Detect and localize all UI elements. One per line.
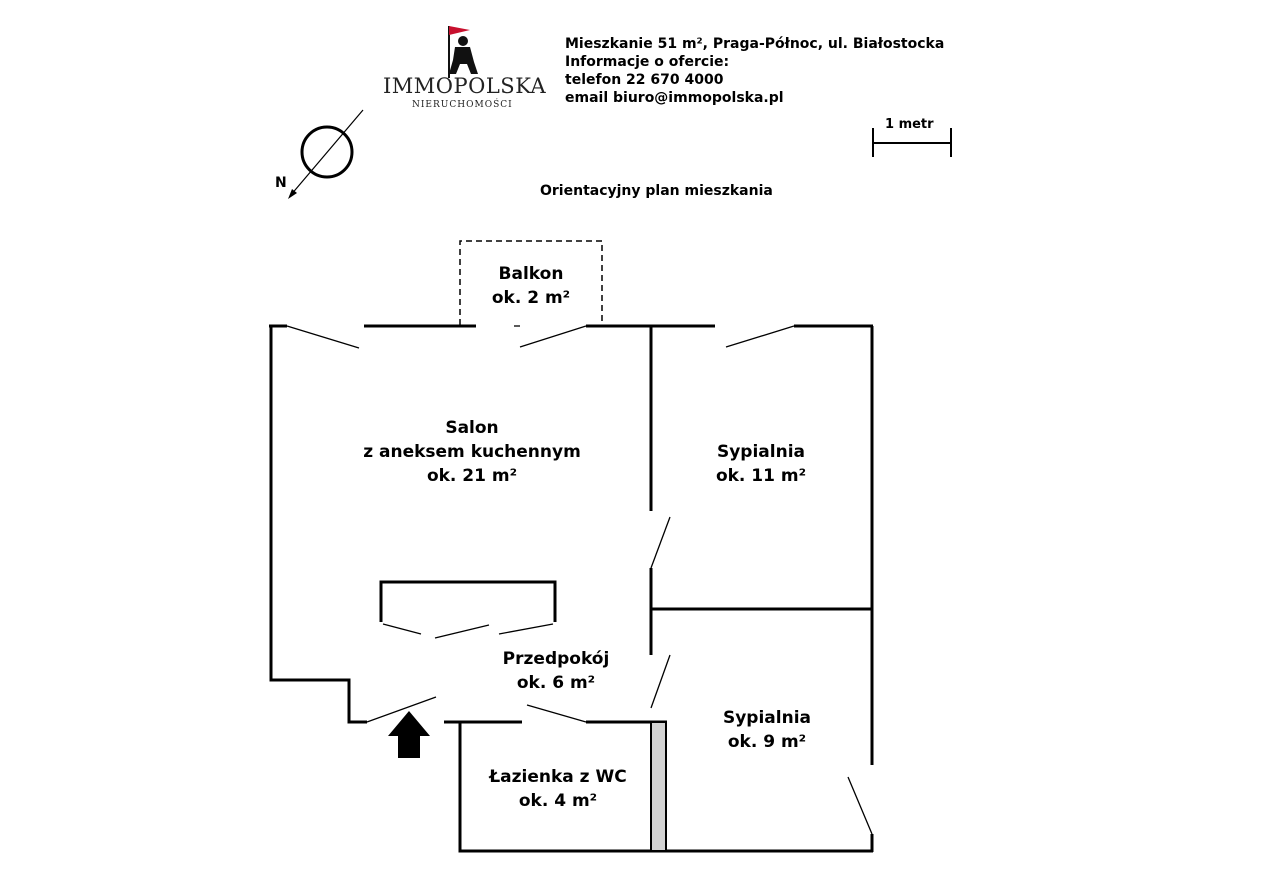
room-lazienka: Łazienka z WC ok. 4 m² (474, 765, 642, 813)
room-name: Sypialnia (722, 708, 812, 728)
info-line-heading: Informacje o ofercie: (565, 54, 730, 70)
room-name: Łazienka z WC (489, 767, 627, 787)
logo-mark (448, 26, 478, 78)
room-name: Przedpokój (502, 649, 610, 669)
room-area: ok. 21 m² (426, 466, 518, 486)
info-block: Mieszkanie 51 m², Praga-Północ, ul. Biał… (565, 35, 944, 107)
info-line-phone: telefon 22 670 4000 (565, 72, 724, 88)
room-balkon: Balkon ok. 2 m² (471, 262, 591, 310)
logo-subtitle: NIERUCHOMOŚCI (412, 100, 513, 110)
room-name: Salon (445, 418, 499, 438)
scale-label: 1 metr (885, 117, 934, 132)
room-name: Sypialnia (716, 442, 806, 462)
scale-bar (872, 128, 952, 157)
compass-label: N (275, 175, 287, 191)
room-area: ok. 4 m² (518, 791, 598, 811)
room-salon: Salon z aneksem kuchennym ok. 21 m² (352, 416, 592, 488)
logo-name: IMMOPOLSKA (383, 74, 547, 98)
room-name: Balkon (498, 264, 564, 284)
door-swings (286, 325, 873, 835)
room-name-line2: z aneksem kuchennym (363, 442, 581, 462)
room-area: ok. 6 m² (516, 673, 596, 693)
room-area: ok. 11 m² (715, 466, 807, 486)
room-sypialnia-2: Sypialnia ok. 9 m² (697, 706, 837, 754)
entrance-arrow-icon (388, 711, 430, 758)
balcony-outline (459, 240, 603, 325)
compass-icon (288, 109, 364, 199)
room-area: ok. 9 m² (727, 732, 807, 752)
plan-caption: Orientacyjny plan mieszkania (540, 183, 773, 199)
installation-shaft (650, 721, 667, 852)
info-line-listing: Mieszkanie 51 m², Praga-Północ, ul. Biał… (565, 36, 945, 52)
room-area: ok. 2 m² (491, 288, 571, 308)
room-przedpokoj: Przedpokój ok. 6 m² (486, 647, 626, 695)
room-sypialnia-1: Sypialnia ok. 11 m² (691, 440, 831, 488)
info-line-email: email biuro@immopolska.pl (565, 90, 784, 106)
